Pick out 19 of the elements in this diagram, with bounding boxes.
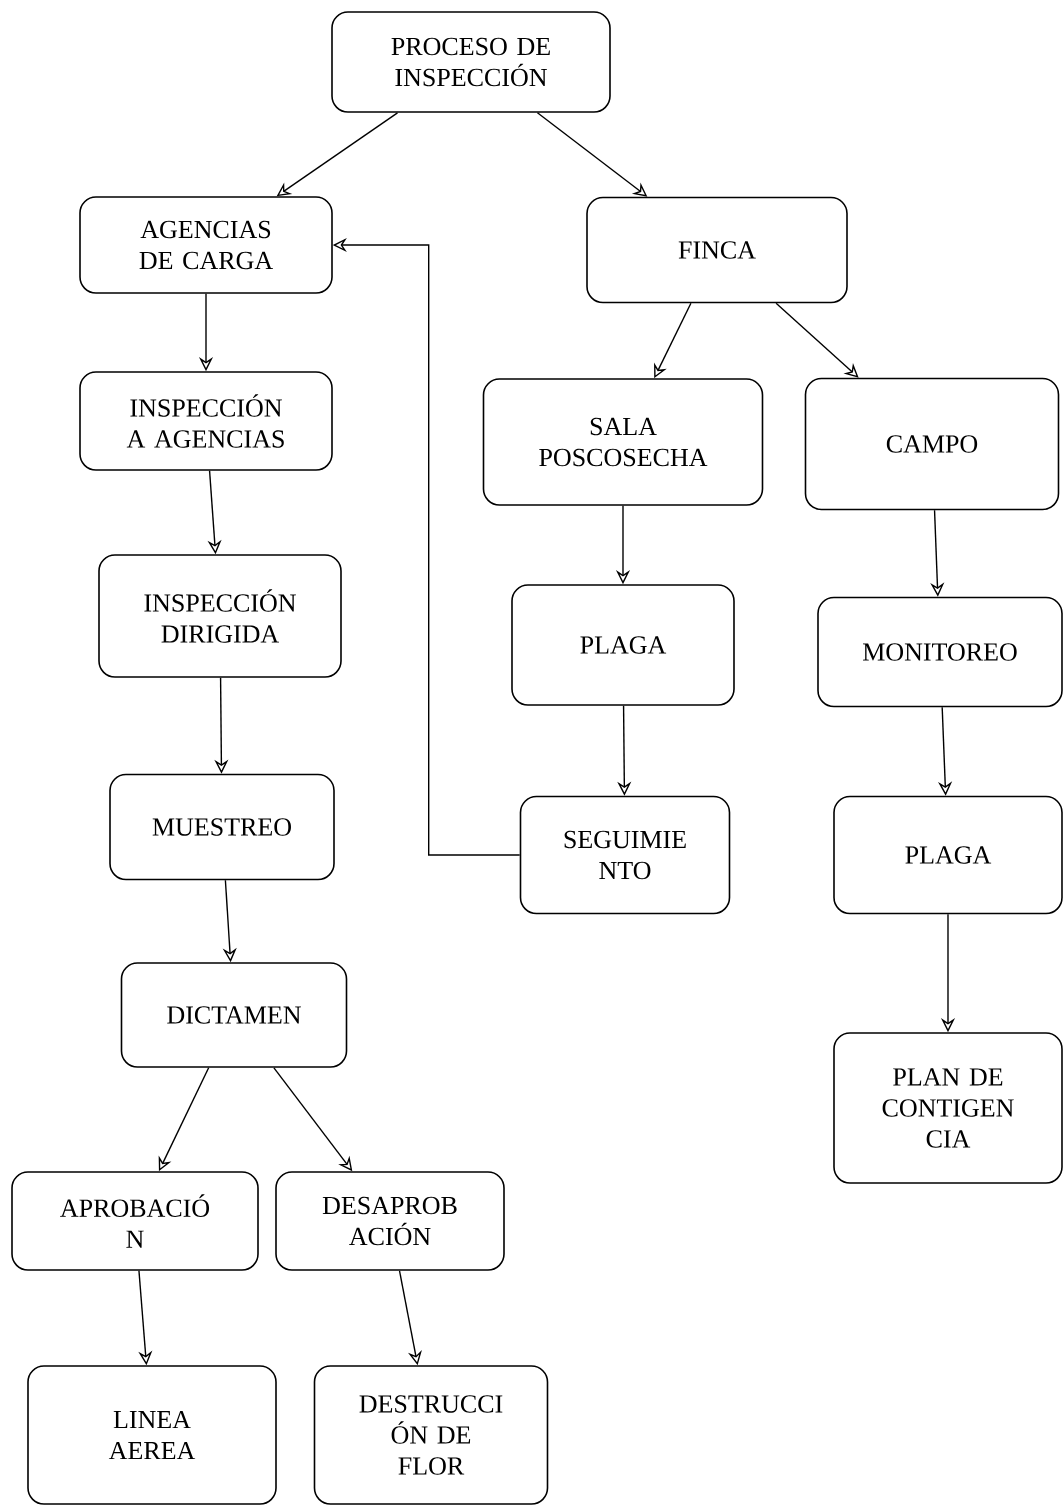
process-box: LINEA AEREA xyxy=(27,1365,277,1505)
process-box: SALA POSCOSECHA xyxy=(482,378,764,506)
process-box: PROCESO DE INSPECCIÓN xyxy=(331,11,611,113)
process-box: INSPECCIÓN A AGENCIAS xyxy=(79,371,333,471)
process-box: INSPECCIÓN DIRIGIDA xyxy=(98,554,342,678)
process-box: MUESTREO xyxy=(109,773,335,881)
process-box: CAMPO xyxy=(804,377,1060,511)
process-box: SEGUIMIE NTO xyxy=(519,795,731,915)
process-box: PLAGA xyxy=(833,795,1063,915)
process-box: DICTAMEN xyxy=(120,962,348,1068)
process-box: FINCA xyxy=(586,196,848,304)
process-box: APROBACIÓ N xyxy=(11,1171,259,1271)
process-box: PLAN DE CONTIGEN CIA xyxy=(833,1032,1063,1184)
process-box: AGENCIAS DE CARGA xyxy=(79,196,333,294)
process-box: MONITOREO xyxy=(817,596,1063,708)
process-box: PLAGA xyxy=(511,584,735,706)
arrow xyxy=(775,302,859,378)
process-box: DESAPROB ACIÓN xyxy=(275,1171,505,1271)
process-box: DESTRUCCI ÓN DE FLOR xyxy=(313,1365,549,1505)
